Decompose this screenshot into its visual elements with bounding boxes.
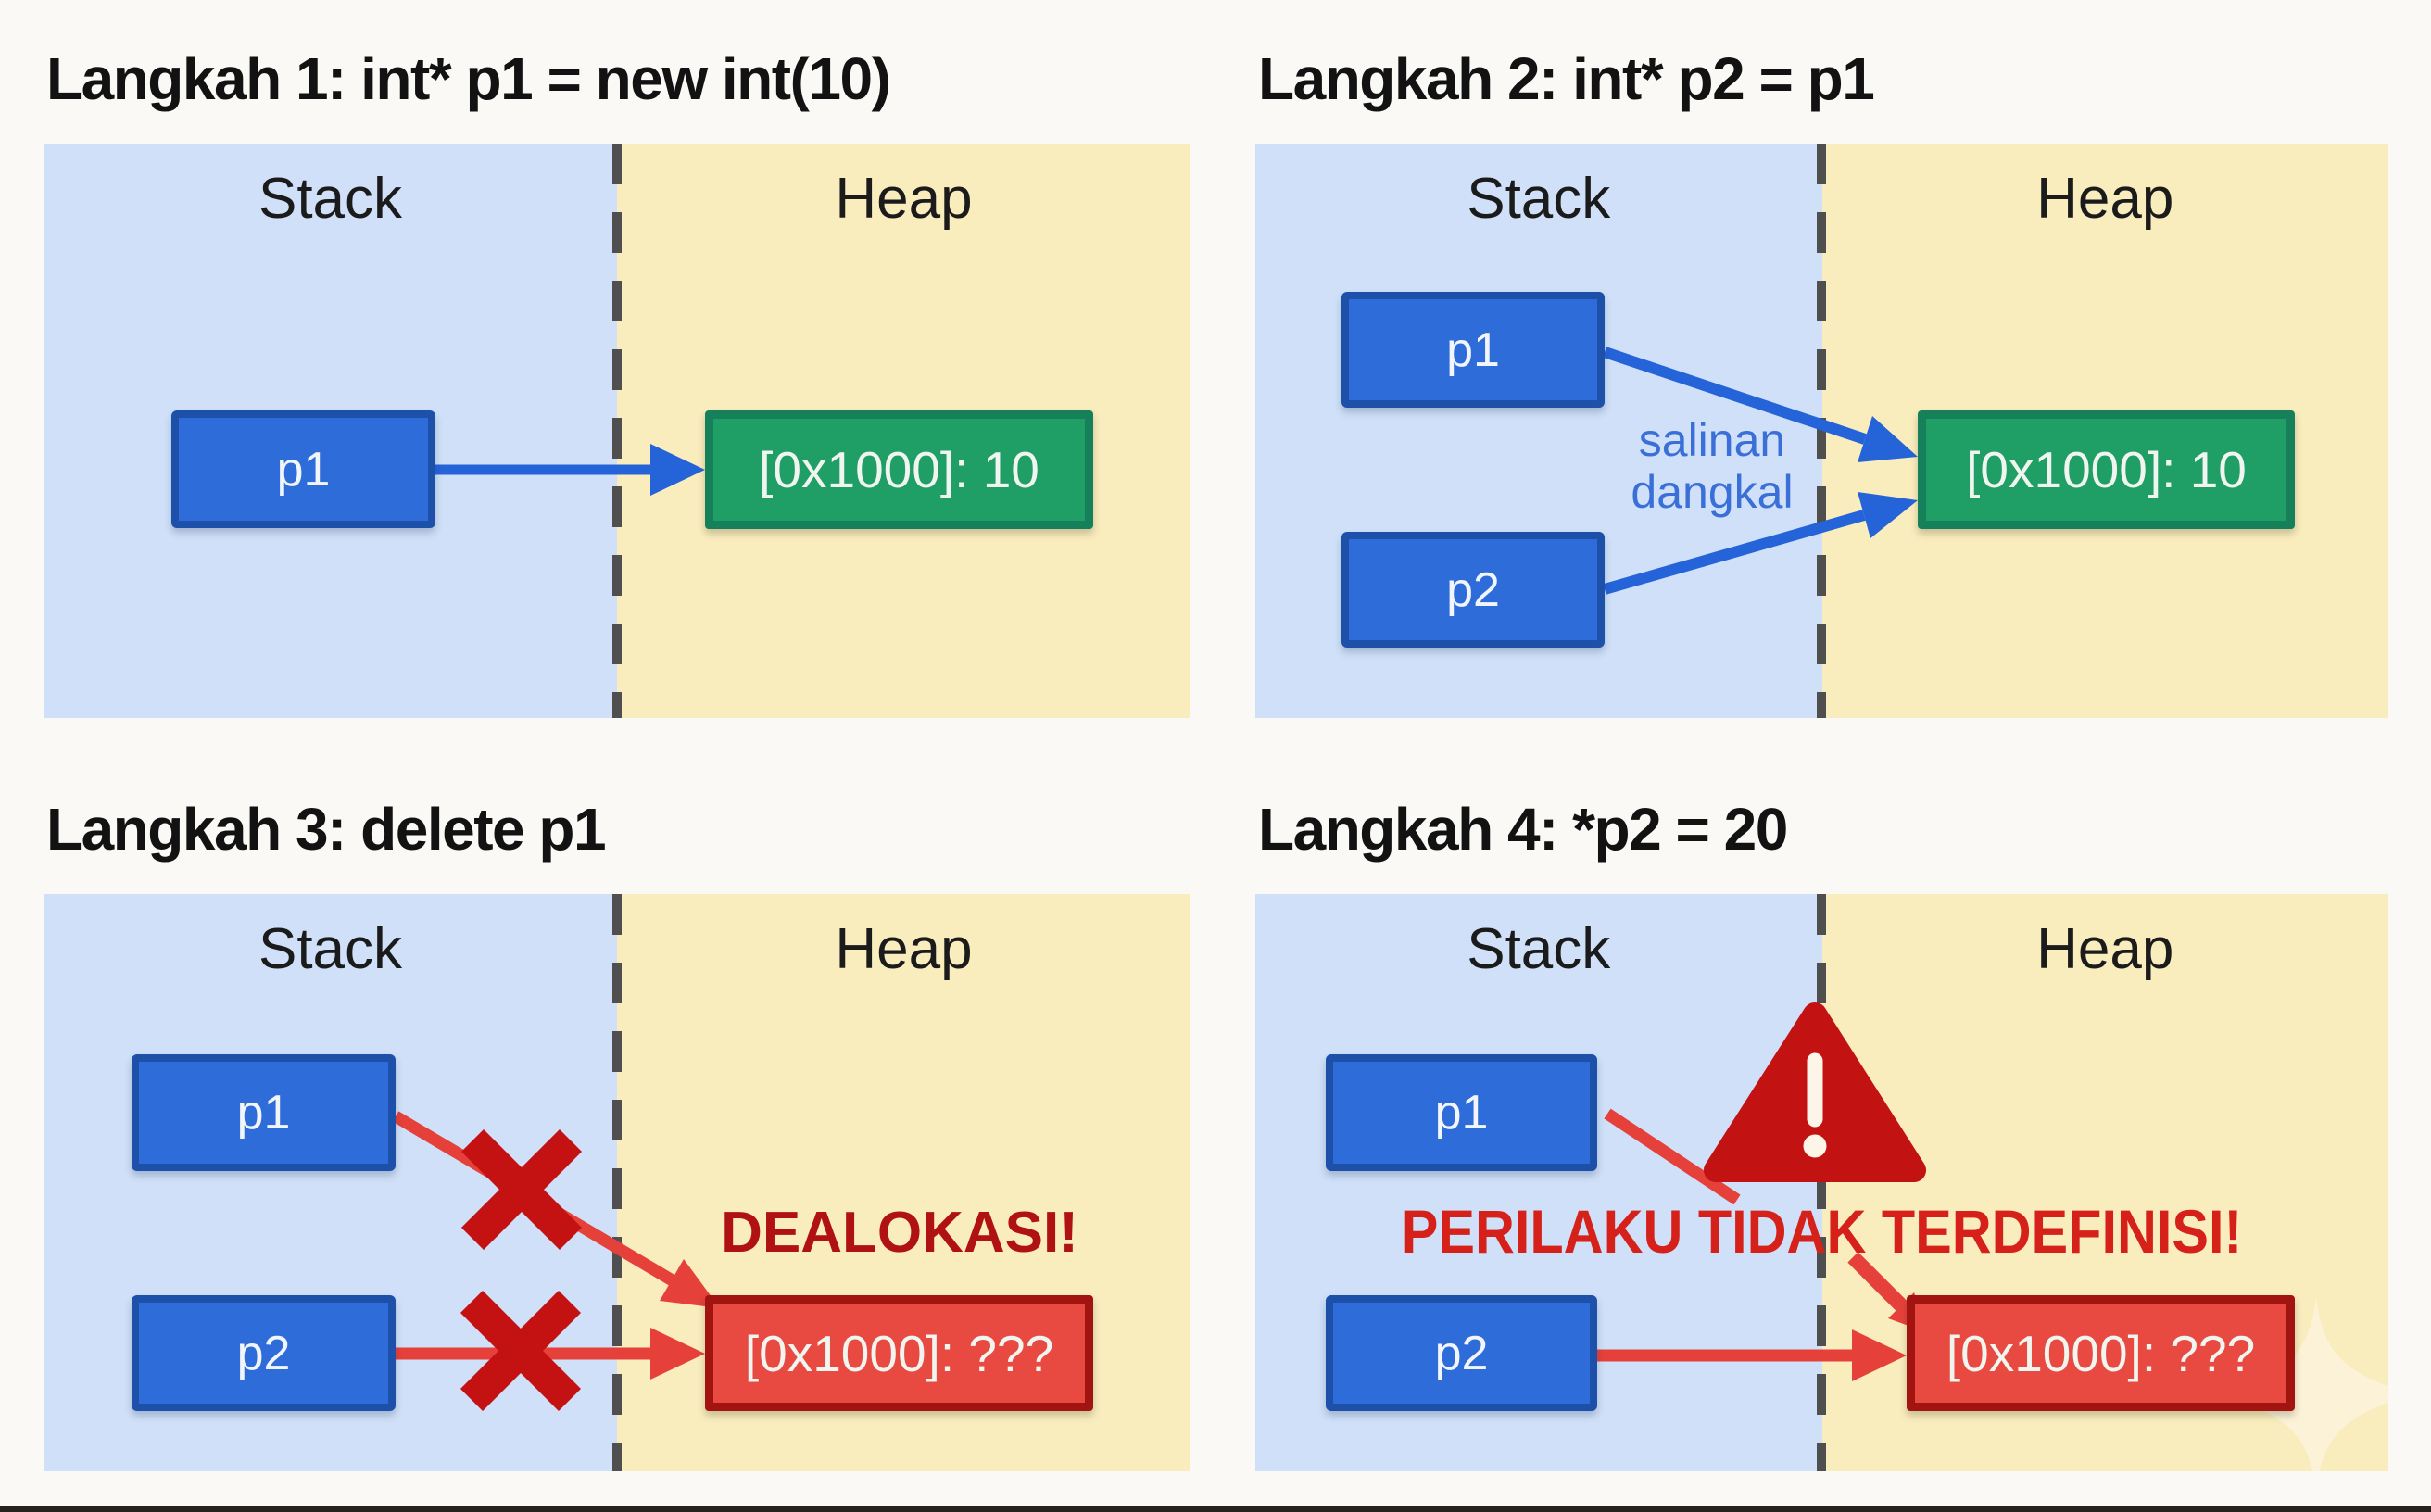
- pointer-label: p1: [1434, 1086, 1489, 1140]
- x-mark-icon: [460, 1290, 582, 1412]
- panel-step-2: Stack Heap p1 p2 [0x1000]: 10 salinan da…: [1255, 144, 2388, 718]
- heap-value-label: [0x1000]: ???: [744, 1324, 1054, 1382]
- pointer-label: p2: [1434, 1326, 1489, 1380]
- dangling-pointer-line: [1604, 1108, 1741, 1205]
- heap-label: Heap: [2036, 167, 2174, 231]
- shallow-copy-annotation: salinan dangkal: [1606, 414, 1819, 518]
- heap-value-box: [0x1000]: 10: [1918, 410, 2295, 529]
- step-1-title: Langkah 1: int* p1 = new int(10): [46, 45, 891, 112]
- warning-triangle-icon: [1704, 1002, 1926, 1182]
- panel-1-graphics: [435, 144, 705, 718]
- panel-4-graphics: [1597, 894, 2388, 1471]
- pointer-box-p1: p1: [1326, 1054, 1597, 1171]
- pointer-box-p2: p2: [1341, 532, 1605, 648]
- footer-strip: [0, 1506, 2431, 1512]
- undefined-behavior-warning-text: PERILAKU TIDAK TERDEFINISI!: [1401, 1197, 2243, 1266]
- pointer-label: p2: [236, 1326, 291, 1380]
- step-4-title: Langkah 4: *p2 = 20: [1258, 796, 1788, 863]
- heap-value-box: [0x1000]: ???: [1907, 1295, 2295, 1411]
- heap-value-box: [0x1000]: 10: [705, 410, 1093, 529]
- annotation-line-1: salinan: [1638, 414, 1786, 466]
- pointer-box-p1: p1: [1341, 292, 1605, 408]
- panel-step-4: Stack Heap p1 p2 PERILAKU TIDAK TERDEFIN…: [1255, 894, 2388, 1471]
- panel-step-3: Stack Heap p1 p2 DEALOKASI! [0x1000]: ??…: [44, 894, 1190, 1471]
- panel-3-graphics: [392, 894, 720, 1471]
- sparkle-icon: [2219, 1297, 2388, 1471]
- step-2-title: Langkah 2: int* p2 = p1: [1258, 45, 1875, 112]
- heap-value-label: [0x1000]: 10: [1966, 441, 2247, 498]
- heap-value-box: [0x1000]: ???: [705, 1295, 1093, 1411]
- pointer-box-p2: p2: [1326, 1295, 1597, 1411]
- stack-label: Stack: [258, 167, 403, 231]
- pointer-box-p1: p1: [132, 1054, 396, 1171]
- heap-label: Heap: [835, 917, 973, 981]
- heap-label: Heap: [835, 167, 973, 231]
- pointer-arrow: [1603, 492, 1918, 595]
- stack-label: Stack: [1467, 917, 1611, 981]
- annotation-line-2: dangkal: [1631, 466, 1794, 518]
- panel-step-1: Stack Heap p1 [0x1000]: 10: [44, 144, 1190, 718]
- pointer-arrow: [1603, 346, 1918, 462]
- stack-label: Stack: [1467, 167, 1611, 231]
- deallocation-warning-text: DEALOKASI!: [721, 1201, 1078, 1265]
- pointer-box-p2: p2: [132, 1295, 396, 1411]
- panel-2-graphics: [1603, 144, 1918, 718]
- pointer-label: p2: [1446, 562, 1500, 617]
- x-mark-icon: [460, 1128, 583, 1251]
- pointer-arrow: [1597, 1329, 1907, 1381]
- pointer-arrow: [435, 444, 705, 496]
- heap-label: Heap: [2036, 917, 2174, 981]
- step-3-title: Langkah 3: delete p1: [46, 796, 607, 863]
- stack-label: Stack: [258, 917, 403, 981]
- pointer-box-p1: p1: [171, 410, 435, 528]
- pointer-label: p1: [1446, 322, 1500, 377]
- pointer-label: p1: [236, 1086, 291, 1140]
- heap-value-label: [0x1000]: ???: [1946, 1324, 2256, 1382]
- pointer-label: p1: [276, 442, 331, 497]
- heap-value-label: [0x1000]: 10: [759, 441, 1039, 498]
